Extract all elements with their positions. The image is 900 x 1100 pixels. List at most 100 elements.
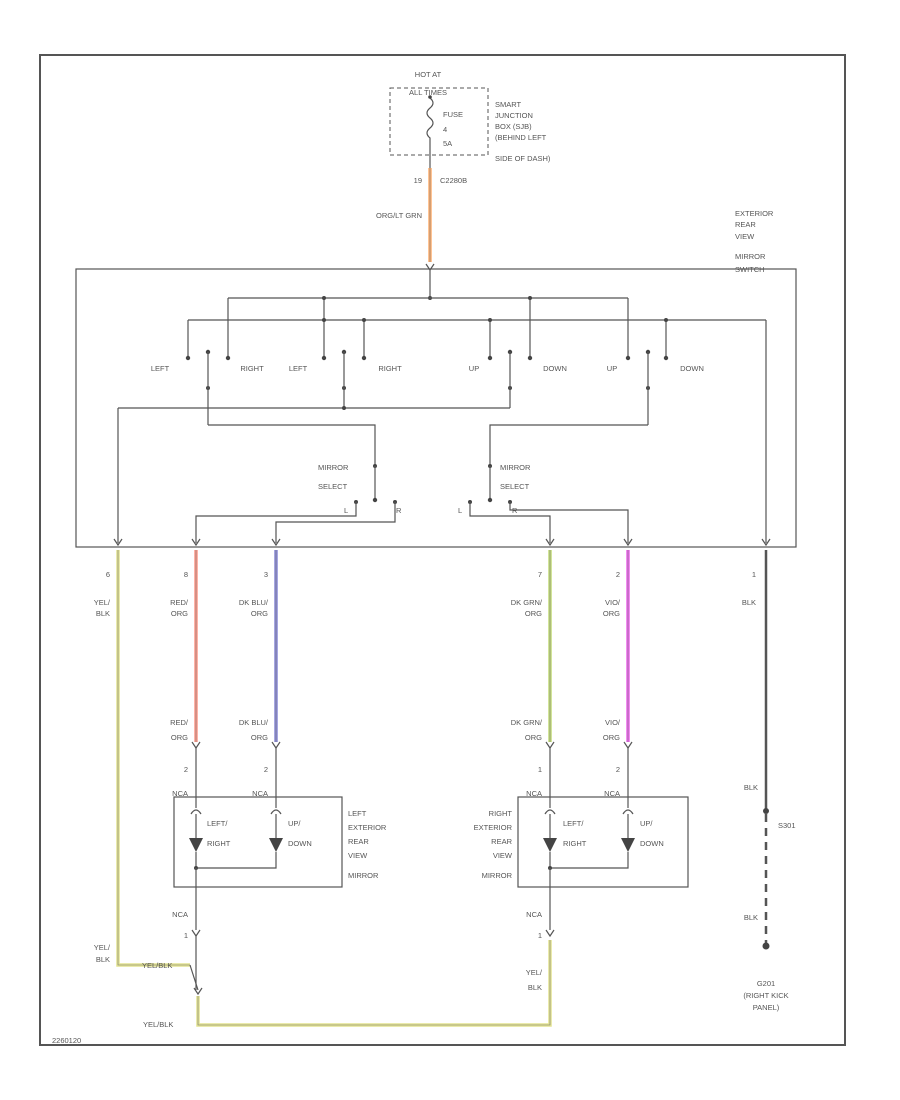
wire-yel-blk-bottom: [196, 940, 552, 1027]
left-mirror-nca-a: NCA: [172, 789, 188, 798]
label-vio-org-2b: ORG: [603, 733, 620, 742]
left-mirror-bottom-nca: NCA: [172, 910, 188, 919]
right-mirror-bottom-nca: NCA: [526, 910, 542, 919]
right-motor-ud-label-1: UP/: [640, 819, 653, 828]
left-mirror-motor-lr: [189, 838, 203, 852]
sjb-dashed-box: [389, 87, 489, 156]
mirror-select-label-2a: MIRROR: [500, 463, 531, 472]
right-mirror-pin-a: 1: [538, 765, 542, 774]
label-blk-2: BLK: [744, 783, 758, 792]
switch-pos-left-1: LEFT: [151, 364, 170, 373]
label-red-org-2a: RED/: [170, 718, 189, 727]
splice-s301: YEL/BLK YEL/BLK: [142, 961, 203, 1029]
ground-splice-name: S301: [778, 821, 796, 830]
label-vio-org-1b: ORG: [603, 609, 620, 618]
right-mirror-motor-lr: [543, 838, 557, 852]
sjb-label-2: JUNCTION: [495, 111, 533, 120]
switch-title-1: EXTERIOR: [735, 209, 774, 218]
feed-circuit-number: 19: [414, 176, 422, 185]
left-mirror-title-3: REAR: [348, 837, 369, 846]
right-mirror-nca-b: NCA: [604, 789, 620, 798]
label-blk-1: BLK: [742, 598, 756, 607]
right-mirror-bottom-pin: 1: [538, 931, 542, 940]
left-mirror-title-5: MIRROR: [348, 871, 379, 880]
diagram-id: 2260120: [52, 1036, 81, 1045]
right-mirror-title-2: EXTERIOR: [474, 823, 513, 832]
fuse-label: FUSE: [443, 110, 463, 119]
right-motor-lr-label-2: RIGHT: [563, 839, 587, 848]
label-yel-blk-1b: BLK: [96, 609, 110, 618]
switch-title-3: VIEW: [735, 232, 755, 241]
select-mark-l1: L: [344, 506, 348, 515]
left-motor-lr-label-2: RIGHT: [207, 839, 231, 848]
fuse-top-node: [428, 95, 432, 99]
right-mirror-motor-ud: [621, 838, 635, 852]
right-motor-ud-label-2: DOWN: [640, 839, 664, 848]
sjb-label-3: BOX (SJB): [495, 122, 532, 131]
switch-pos-down-1: DOWN: [543, 364, 567, 373]
left-motor-ud-label-1: UP/: [288, 819, 301, 828]
fuse-rating: 5A: [443, 139, 452, 148]
label-dk-grn-1a: DK GRN/: [511, 598, 543, 607]
select-mark-r1: R: [396, 506, 402, 515]
left-mirror-bottom-pin: 1: [184, 931, 188, 940]
left-mirror-motor-ud: [269, 838, 283, 852]
left-mirror: 2 2 NCA NCA LEFT/ RIGHT UP/ DOWN LEFT EX…: [172, 741, 387, 990]
switch-pos-down-2: DOWN: [680, 364, 704, 373]
pin-yel: 6: [106, 570, 110, 579]
left-mirror-pin-a: 2: [184, 765, 188, 774]
switch-pos-left-2: LEFT: [289, 364, 308, 373]
left-mirror-title-1: LEFT: [348, 809, 367, 818]
diagram-frame: [39, 54, 846, 1046]
right-mirror-box: [517, 796, 689, 888]
pin-blk: 1: [752, 570, 756, 579]
left-mirror-title-2: EXTERIOR: [348, 823, 387, 832]
label-vio-org-2a: VIO/: [605, 718, 621, 727]
mirror-select-label-1a: MIRROR: [318, 463, 349, 472]
ground-location-2: PANEL): [753, 1003, 780, 1012]
ground-name: G201: [757, 979, 775, 988]
pin-blu: 3: [264, 570, 268, 579]
switch-connector-pins: 6 8 3 7 2 1: [106, 538, 771, 579]
right-mirror-title-4: VIEW: [493, 851, 513, 860]
switch-pos-right-1: RIGHT: [240, 364, 264, 373]
label-yel-blk-2a: YEL/: [94, 943, 111, 952]
mirror-select-label-1b: SELECT: [318, 482, 348, 491]
label-yel-blk-3a: YEL/: [526, 968, 543, 977]
right-motor-lr-label-1: LEFT/: [563, 819, 584, 828]
wire-labels-lower: RED/ ORG DK BLU/ ORG DK GRN/ ORG VIO/ OR…: [94, 718, 758, 992]
fuse-block: HOT AT ALL TIMES FUSE 4 5A SMART JUNCTIO…: [389, 70, 551, 163]
mirror-select-label-2b: SELECT: [500, 482, 530, 491]
label-dk-grn-2a: DK GRN/: [511, 718, 543, 727]
label-dk-blu-2a: DK BLU/: [239, 718, 269, 727]
label-yel-blk-3b: BLK: [528, 983, 542, 992]
fuse-symbol: [426, 97, 434, 155]
colored-wires: [116, 550, 768, 1027]
splice-wire-label-lower: YEL/BLK: [143, 1020, 173, 1029]
label-dk-grn-1b: ORG: [525, 609, 542, 618]
fuse-number: 4: [443, 125, 447, 134]
pin-grn: 7: [538, 570, 542, 579]
feed-wire: 19 C2280B ORG/LT GRN: [376, 155, 467, 262]
left-mirror-pin-b: 2: [264, 765, 268, 774]
pin-vio: 2: [616, 570, 620, 579]
feed-wire-color: ORG/LT GRN: [376, 211, 422, 220]
label-blk-3: BLK: [744, 913, 758, 922]
ground-splice-node: [763, 808, 769, 814]
splice-wire-label-upper: YEL/BLK: [142, 961, 172, 970]
switch-box: [75, 268, 797, 548]
left-mirror-title-4: VIEW: [348, 851, 368, 860]
select-mark-l2: L: [458, 506, 462, 515]
all-times-label: ALL TIMES: [409, 88, 447, 97]
label-dk-blu-1a: DK BLU/: [239, 598, 269, 607]
wire-labels-upper: YEL/ BLK RED/ ORG DK BLU/ ORG DK GRN/ OR…: [94, 598, 756, 618]
right-mirror-title-3: REAR: [491, 837, 512, 846]
label-yel-blk-2b: BLK: [96, 955, 110, 964]
switch-pos-up-2: UP: [607, 364, 617, 373]
switch-title-5: SWITCH: [735, 265, 765, 274]
label-yel-blk-1a: YEL/: [94, 598, 111, 607]
label-red-org-1b: ORG: [171, 609, 188, 618]
sjb-label-4: (BEHIND LEFT: [495, 133, 547, 142]
right-mirror: 1 2 NCA NCA LEFT/ RIGHT UP/ DOWN RIGHT E…: [474, 741, 689, 940]
